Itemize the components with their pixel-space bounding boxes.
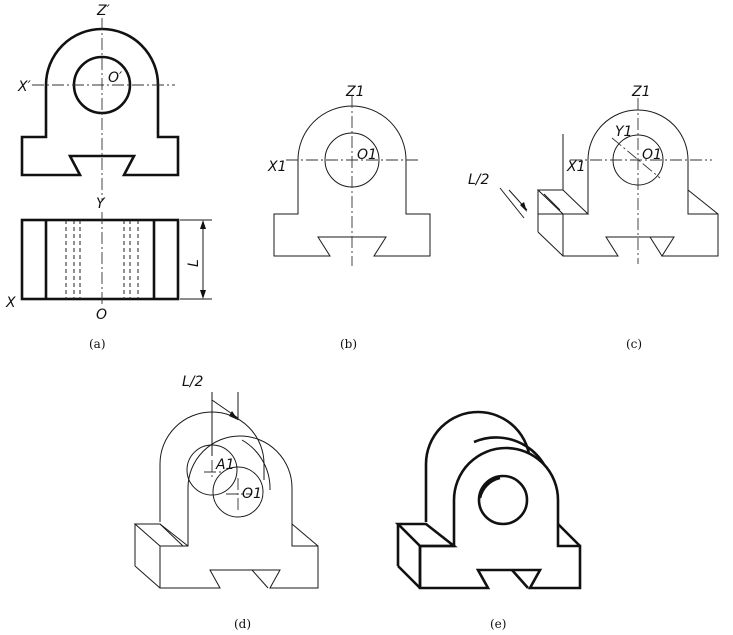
b-outline	[273, 105, 431, 257]
view-a-top: L Y X O	[5, 196, 212, 323]
front-outline	[20, 27, 180, 177]
caption-a: (a)	[89, 337, 106, 351]
e-left-block-top	[394, 522, 458, 548]
c-oblique-top-face	[536, 189, 590, 215]
d-back-arch	[159, 411, 265, 522]
d-left-block-edge	[159, 523, 189, 547]
label-o1-c: O1	[642, 147, 662, 163]
e-left-block-edge	[397, 565, 421, 589]
arrow-head	[520, 202, 527, 212]
d-left-block-edge	[134, 565, 161, 589]
label-z1-c: Z1	[631, 84, 651, 100]
view-c: Z1 Y1 X1 O1 L/2	[468, 84, 719, 264]
label-o-prime: O′	[108, 70, 123, 86]
e-hole-circle	[477, 474, 529, 526]
d-left-block-top	[133, 523, 185, 547]
d-front-hole-circle	[212, 466, 264, 518]
c-oblique-axis	[611, 137, 661, 179]
d-right-block-edge	[291, 523, 319, 547]
label-z1: Z1	[345, 84, 365, 100]
top-outline	[20, 218, 180, 301]
label-l-half-d: L/2	[182, 374, 204, 390]
caption-c: (c)	[626, 337, 642, 351]
view-b: Z1 X1 O1	[267, 84, 431, 266]
c-outline	[562, 109, 719, 257]
c-oblique-edge-right	[687, 189, 719, 215]
label-o1-d: O1	[242, 486, 262, 502]
label-l: L	[186, 259, 202, 267]
label-o1: O1	[357, 147, 377, 163]
view-a-front: Z′ X′ O′	[17, 3, 180, 200]
d-back-hole-circle	[186, 444, 238, 496]
c-oblique-edge	[537, 231, 564, 257]
view-d: L/2 A1 O1	[133, 374, 319, 589]
label-a1: A1	[215, 457, 234, 473]
label-l-half: L/2	[468, 172, 490, 188]
arrow-head	[200, 220, 206, 229]
e-hole-back-arc	[478, 476, 501, 499]
c-oblique-slot	[649, 236, 663, 257]
caption-e: (e)	[490, 617, 506, 631]
label-o: O	[96, 307, 107, 323]
d-front-outline	[159, 435, 319, 589]
label-y: Y	[96, 196, 106, 212]
label-y1: Y1	[615, 124, 632, 140]
e-right-block-edge	[557, 523, 581, 547]
label-x-prime: X′	[17, 79, 32, 95]
e-slot-edge	[511, 569, 529, 589]
caption-d: (d)	[234, 617, 251, 631]
c-leader	[499, 187, 525, 219]
label-x1-c: X1	[566, 159, 586, 175]
d-arc-tangent	[241, 439, 271, 491]
caption-b: (b)	[340, 337, 357, 351]
label-z-prime: Z′	[96, 3, 111, 19]
c-hatch	[543, 193, 561, 211]
label-x1: X1	[267, 159, 287, 175]
d-slot-edge	[251, 569, 269, 589]
arrow-head	[200, 290, 206, 299]
view-e	[394, 410, 582, 590]
label-x: X	[5, 295, 16, 311]
